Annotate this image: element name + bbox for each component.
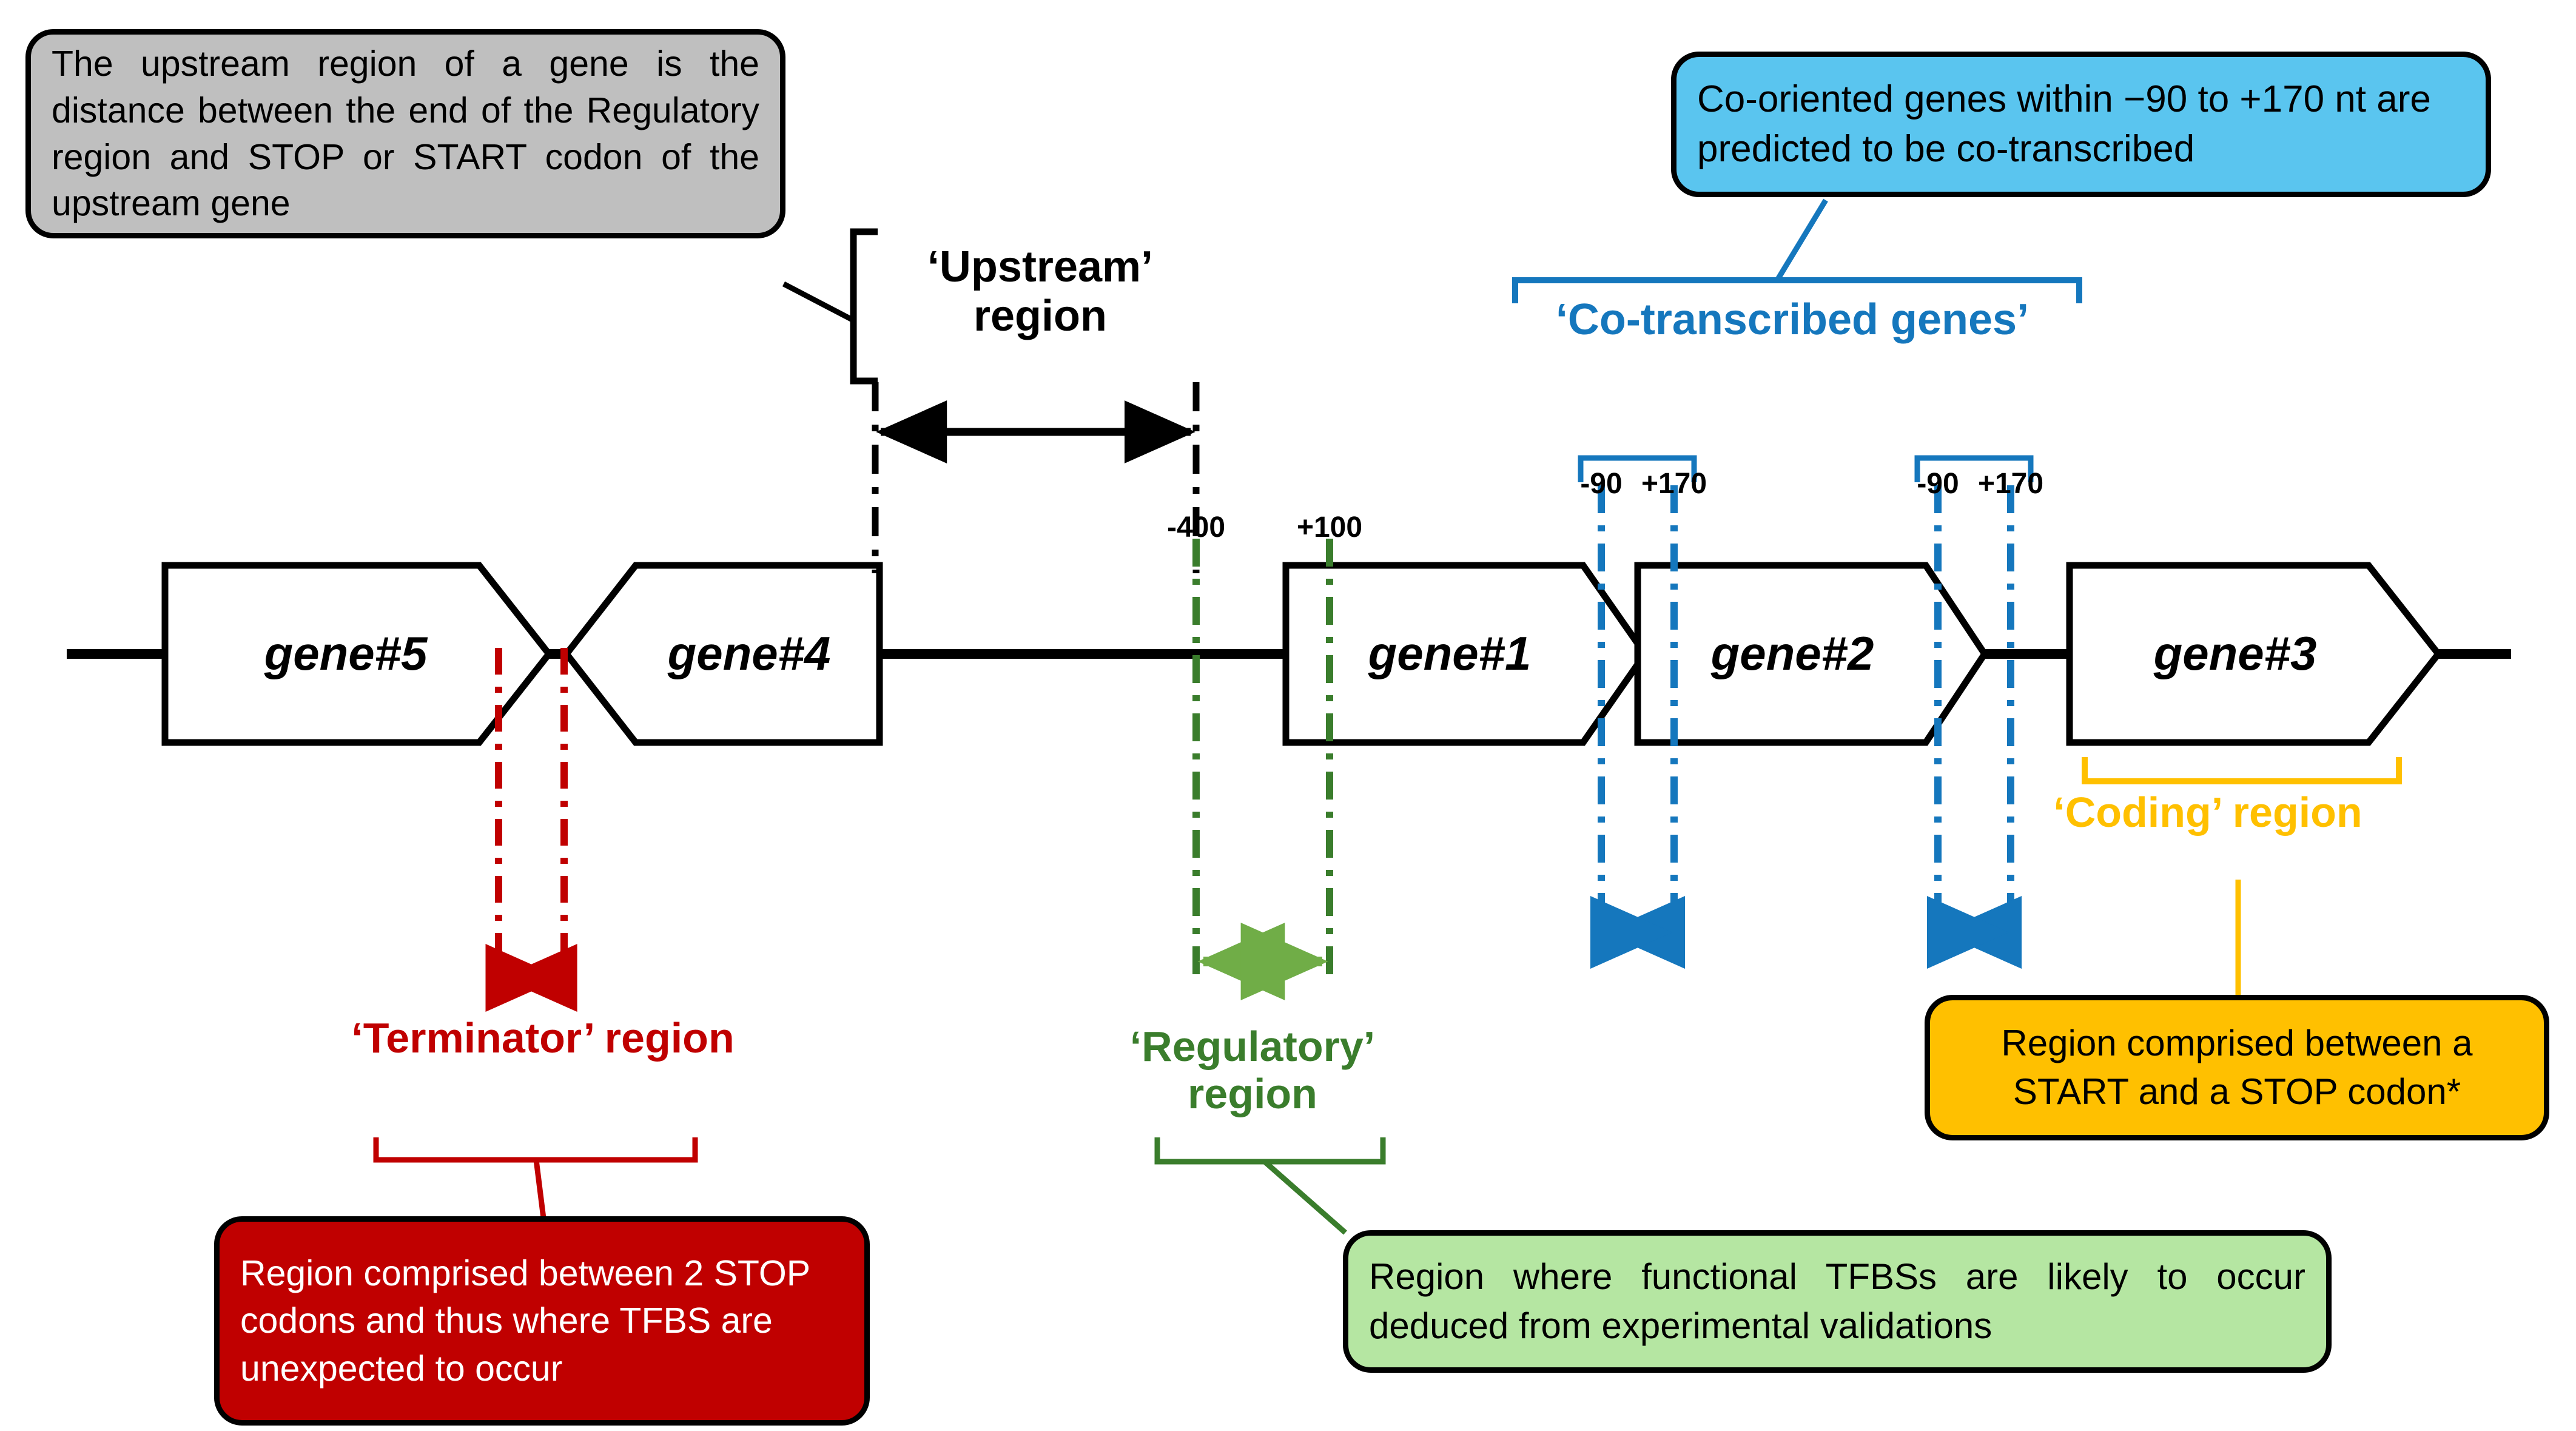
gene-label-gene5: gene#5 [264, 627, 428, 680]
callout-regulatory: Region where functional TFBSs are likely… [1343, 1230, 2332, 1373]
cotranscribed-tick-bracket-1 [1578, 455, 1697, 482]
gene-shape-gene5[interactable] [161, 562, 554, 746]
gene-shapes [161, 562, 2443, 746]
callout-cotranscribed: Co-oriented genes within −90 to +170 nt … [1671, 52, 2491, 197]
gene-shape-gene2[interactable] [1634, 562, 1989, 746]
terminator-bracket [373, 1137, 698, 1163]
cotranscribed-tick-bracket-2 [1914, 455, 2034, 482]
tick-label-minus400: -400 [1166, 511, 1226, 544]
callout-terminator-text: Region comprised between 2 STOP codons a… [240, 1253, 810, 1389]
terminator-callout-leader [533, 1159, 546, 1219]
tick-label-plus170-1: +170 [1641, 468, 1707, 500]
callout-coding: Region comprised between a START and a S… [1925, 995, 2549, 1140]
callout-cotranscribed-text: Co-oriented genes within −90 to +170 nt … [1697, 78, 2431, 170]
upstream-callout-leader [782, 281, 855, 323]
cotranscribed-markers-pair1 [1598, 485, 1678, 955]
label-regulatory-region: ‘Regulatory’ region [1129, 1023, 1376, 1118]
callout-regulatory-text: Region where functional TFBSs are likely… [1369, 1256, 2305, 1346]
label-coding-region: ‘Coding’ region [2053, 789, 2362, 836]
tick-label-plus100: +100 [1296, 511, 1363, 544]
gene-label-gene2: gene#2 [1710, 627, 1874, 680]
callout-coding-text: Region comprised between a START and a S… [2001, 1022, 2473, 1112]
regulatory-region-markers [1192, 539, 1333, 986]
label-cotranscribed-genes: ‘Co-transcribed genes’ [1555, 295, 2030, 344]
tick-label-plus170-2: +170 [1977, 468, 2044, 500]
gene-label-gene4: gene#4 [667, 627, 831, 680]
label-upstream-region: ‘Upstream’ region [927, 243, 1154, 340]
cotranscribed-bracket [1512, 277, 2082, 303]
gene-shape-gene1[interactable] [1282, 562, 1649, 746]
callout-upstream-definition: The upstream region of a gene is the dis… [25, 29, 785, 238]
coding-bracket [2082, 757, 2402, 784]
gene-label-gene3: gene#3 [2153, 627, 2317, 680]
terminator-region-markers [495, 648, 568, 995]
label-terminator-region: ‘Terminator’ region [351, 1014, 735, 1062]
regulatory-bracket [1154, 1137, 1386, 1165]
callout-terminator: Region comprised between 2 STOP codons a… [214, 1216, 870, 1426]
callout-upstream-definition-text: The upstream region of a gene is the dis… [52, 44, 759, 224]
upstream-region-markers [872, 382, 1200, 573]
gene-shape-gene3[interactable] [2066, 562, 2443, 746]
gene-label-gene1: gene#1 [1368, 627, 1532, 680]
tick-label-minus90-2: -90 [1917, 468, 1959, 500]
tick-label-minus90-1: -90 [1580, 468, 1623, 500]
cotranscribed-markers-pair2 [1934, 485, 2014, 955]
gene-shape-gene4[interactable] [562, 562, 883, 746]
regulatory-callout-leader [1263, 1159, 1347, 1235]
upstream-bracket [850, 228, 878, 385]
cotranscribed-callout-leader [1775, 198, 1828, 282]
